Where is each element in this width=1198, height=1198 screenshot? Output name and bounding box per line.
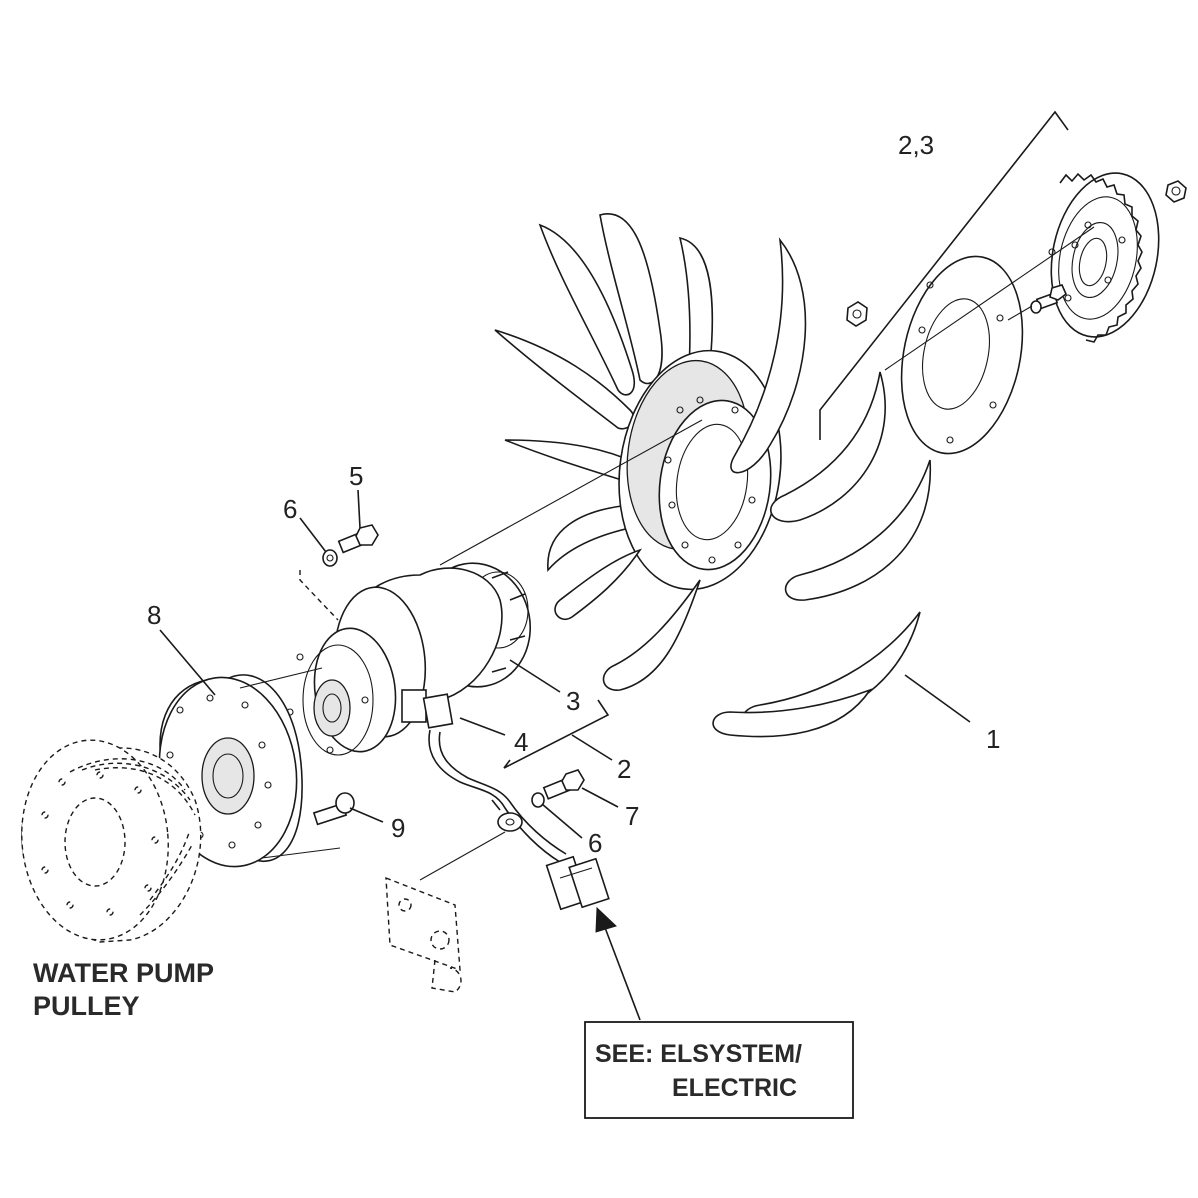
electrical-connector [545, 855, 610, 911]
pulley-label-line2: PULLEY [33, 991, 140, 1021]
bolt-7 [542, 769, 585, 800]
callout-7: 7 [625, 801, 639, 831]
see-note-line1: SEE: ELSYSTEM/ [595, 1040, 802, 1068]
callout-6-bottom: 6 [588, 828, 602, 858]
callout-5: 5 [349, 461, 363, 491]
bracket-2 [503, 699, 610, 769]
small-bolt [1030, 284, 1067, 314]
leader-lines [159, 489, 971, 839]
see-note-box: SEE: ELSYSTEM/ ELECTRIC [584, 1021, 854, 1119]
washer-6-bottom [531, 792, 545, 808]
callout-6-top: 6 [283, 494, 297, 524]
bolt-5 [337, 524, 379, 554]
wire-harness [428, 729, 567, 863]
fan-nut [846, 301, 868, 327]
callout-3: 3 [566, 686, 580, 716]
water-pump-pulley [21, 739, 202, 943]
fan-clutch [286, 562, 532, 756]
bolt-9 [312, 792, 355, 826]
see-note-line2: ELECTRIC [672, 1074, 797, 1102]
adapter-plate [900, 255, 1024, 455]
mount-bracket-phantom [385, 831, 506, 993]
callout-8: 8 [147, 600, 161, 630]
pulley-label-line1: WATER PUMP [33, 958, 214, 988]
callout-1: 1 [986, 724, 1000, 754]
arrow-to-connector [595, 906, 641, 1021]
fan [494, 213, 932, 738]
gear-nut [1165, 180, 1187, 203]
washer-6-top [322, 549, 338, 567]
callout-9: 9 [391, 813, 405, 843]
ring-gear [1048, 172, 1187, 343]
bracket-2-3 [819, 110, 1069, 440]
callout-2-3: 2,3 [898, 130, 934, 160]
callout-2: 2 [617, 754, 631, 784]
callout-4: 4 [514, 727, 528, 757]
